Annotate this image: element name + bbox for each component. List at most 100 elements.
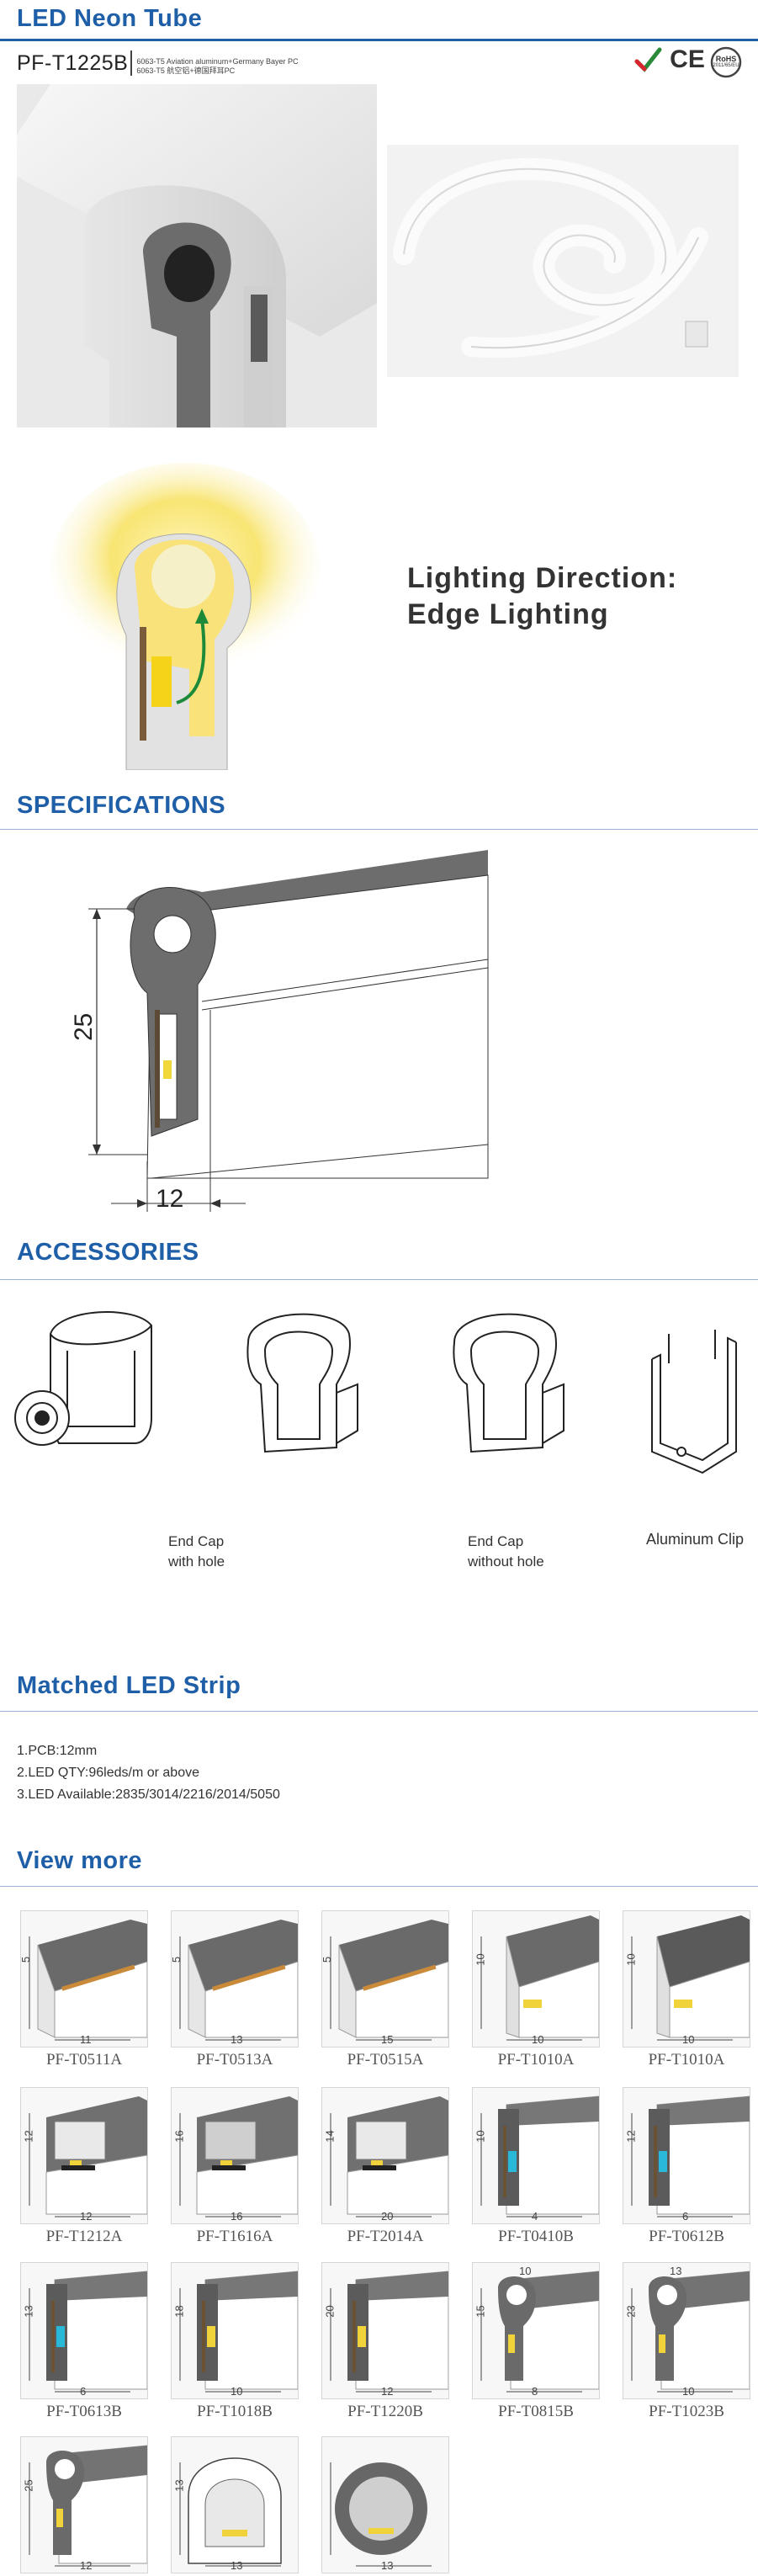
end-cap-with-hole-label: End Cap with hole [168,1532,225,1572]
product-label[interactable]: PF-T1212A [45,2228,123,2245]
end-cap-without-hole-label-1: End Cap [468,1533,524,1549]
view-more-divider [0,1886,758,1887]
product-height-dimension: 14 [323,2130,337,2143]
product-height-dimension: 12 [22,2130,35,2143]
lighting-line-1: Lighting Direction: [407,562,678,594]
product-thumbnail[interactable]: 13 6 [20,2262,148,2399]
product-thumbnail[interactable]: 25 12 [20,2436,148,2573]
end-cap-without-hole-drawing [231,1300,366,1469]
product-label[interactable]: PF-T1023B [649,2403,724,2420]
product-thumbnail[interactable]: 15 8 10 [472,2262,600,2399]
end-cap-with-hole-drawing [8,1300,177,1469]
product-label[interactable]: PF-T0612B [649,2228,724,2245]
product-height-dimension: 5 [20,1956,33,1963]
product-label[interactable]: PF-T0513A [196,2051,273,2069]
aluminum-clip-label: Aluminum Clip [646,1531,745,1548]
product-height-dimension: 5 [321,1956,334,1963]
product-height-dimension: 13 [22,2305,35,2318]
product-width-dimension: 8 [532,2385,538,2398]
end-cap-without-hole-drawing-2 [437,1300,572,1469]
product-height-dimension: 10 [624,1953,638,1966]
product-height-dimension: 13 [172,2479,186,2492]
product-width-dimension: 12 [80,2210,93,2223]
title-divider [0,39,758,41]
dimension-height: 25 [70,1012,98,1041]
view-more-title: View more [17,1847,143,1874]
product-thumbnail-drawing [21,1911,147,2047]
product-top-dimension: 13 [670,2265,682,2277]
product-top-dimension: 10 [519,2265,532,2277]
product-width-dimension: 6 [80,2385,87,2398]
product-thumbnail-drawing [21,2437,147,2573]
product-height-dimension: 23 [624,2305,638,2318]
product-thumbnail[interactable]: 13 [321,2436,449,2573]
material-note-cn: 6063-T5 航空铝+德国拜耳PC [136,66,236,75]
product-width-dimension: 12 [80,2559,93,2572]
product-width-dimension: 6 [682,2210,689,2223]
product-label[interactable]: PF-T1220B [347,2403,423,2420]
product-label[interactable]: PF-T0815B [498,2403,574,2420]
product-width-dimension: 10 [682,2385,695,2398]
product-width-dimension: 10 [532,2033,544,2046]
page-title: LED Neon Tube [17,5,203,32]
rohs-label: RoHS [715,55,737,63]
check-cert-icon [633,45,663,74]
strip-item: 1.PCB:12mm [17,1744,98,1758]
product-width-dimension: 20 [381,2210,394,2223]
strip-item: 2.LED QTY:96leds/m or above [17,1766,199,1780]
end-cap-with-hole-label-2: with hole [168,1554,225,1570]
product-thumbnail-drawing [322,1911,448,2047]
specifications-divider [0,829,758,830]
product-label[interactable]: PF-T1010A [648,2051,725,2069]
product-label[interactable]: PF-T1018B [197,2403,273,2420]
product-width-dimension: 4 [532,2210,538,2223]
product-width-dimension: 12 [381,2385,394,2398]
product-label[interactable]: PF-T1616A [196,2228,273,2245]
product-height-dimension: 25 [22,2479,35,2492]
product-thumbnail[interactable]: 10 10 [472,1910,600,2048]
model-separator [130,50,133,76]
product-label[interactable]: PF-T1010A [497,2051,575,2069]
product-thumbnail-drawing [172,2437,298,2573]
model-row: PF-T1225B 6063-T5 Aviation aluminum+Germ… [17,50,299,76]
lighting-direction-text: Lighting Direction: Edge Lighting [407,560,677,633]
end-cap-with-hole-label-1: End Cap [168,1533,225,1549]
product-width-dimension: 13 [381,2559,394,2572]
product-height-dimension: 10 [474,2130,487,2143]
product-thumbnail-drawing [172,1911,298,2047]
product-thumbnail-drawing [172,2088,298,2223]
accessories-title: ACCESSORIES [17,1239,199,1266]
product-label[interactable]: PF-T2014A [347,2228,424,2245]
product-width-dimension: 16 [231,2210,243,2223]
product-thumbnail[interactable]: 23 10 13 [623,2262,750,2399]
product-label[interactable]: PF-T0515A [347,2051,424,2069]
product-height-dimension: 18 [172,2305,186,2318]
product-thumbnail-drawing [473,1911,599,2047]
product-label[interactable]: PF-T0511A [45,2051,123,2069]
product-thumbnail[interactable]: 10 4 [472,2087,600,2224]
product-thumbnail-drawing [322,2088,448,2223]
material-note-en: 6063-T5 Aviation aluminum+Germany Bayer … [136,57,299,66]
product-height-dimension: 15 [474,2305,487,2318]
product-thumbnail-drawing [322,2437,448,2573]
model-number: PF-T1225B [17,51,129,75]
product-label[interactable]: PF-T0410B [498,2228,574,2245]
lighting-line-2: Edge Lighting [407,598,609,630]
product-label[interactable]: PF-T0613B [46,2403,122,2420]
product-thumbnail-drawing [21,2088,147,2223]
ce-mark: CE [670,45,705,73]
product-height-dimension: 10 [474,1953,487,1966]
aluminum-clip-drawing [644,1325,745,1477]
product-thumbnail[interactable]: 12 12 [20,2087,148,2224]
product-thumbnail[interactable]: 14 20 [321,2087,449,2224]
matched-strip-list: 1.PCB:12mm 2.LED QTY:96leds/m or above 3… [17,1740,280,1806]
